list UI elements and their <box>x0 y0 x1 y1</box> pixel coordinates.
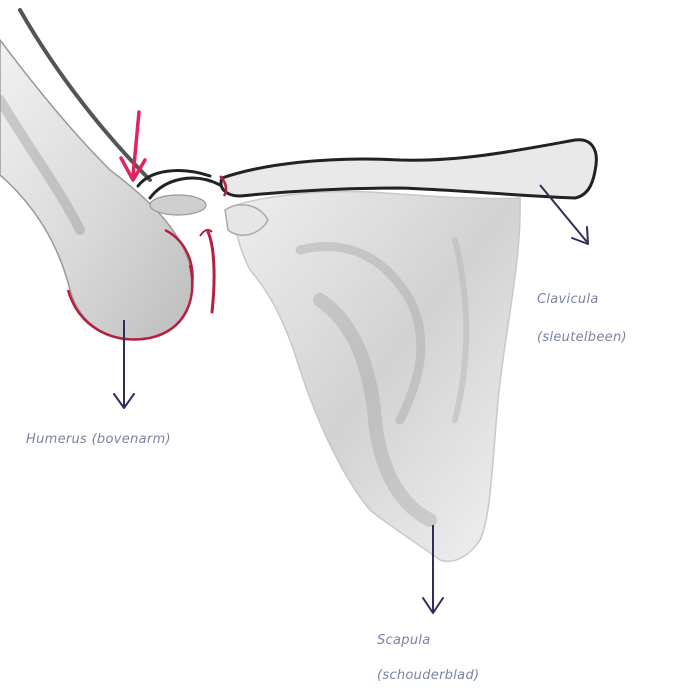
clavicula-bone <box>138 140 596 198</box>
scapula-label-sub: (schouderblad) <box>377 668 479 683</box>
scapula-bone <box>225 160 520 561</box>
humerus-label: Humerus (bovenarm) <box>26 432 171 447</box>
humerus-bone <box>0 10 193 339</box>
scapula-label: Scapula <box>377 633 431 648</box>
clavicula-label: Clavicula <box>537 292 599 307</box>
clavicula-label-sub: (sleutelbeen) <box>537 330 627 345</box>
